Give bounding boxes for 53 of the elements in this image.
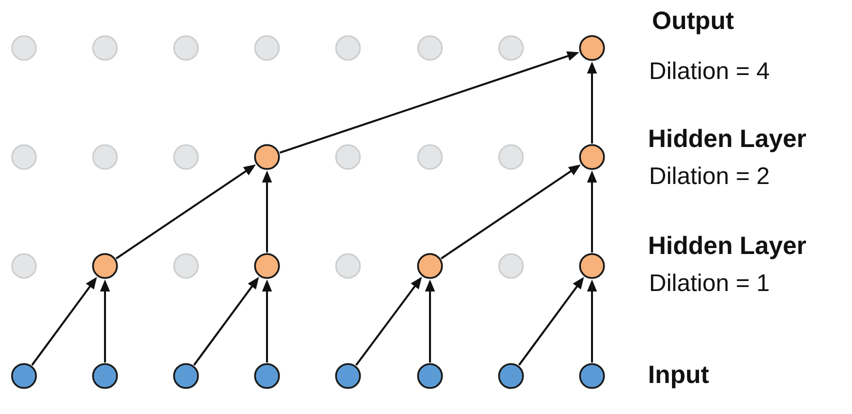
arrow (100, 280, 110, 362)
unused-node (335, 35, 361, 61)
arrow (425, 280, 435, 362)
unused-node (11, 35, 37, 61)
arrow (116, 164, 256, 260)
unused-node (498, 253, 524, 279)
unused-node (11, 253, 37, 279)
unused-node (335, 253, 361, 279)
output-node (579, 35, 605, 61)
arrow (518, 276, 584, 366)
arrow (262, 280, 272, 362)
arrow (31, 276, 97, 366)
unused-node (498, 144, 524, 170)
hidden-node (579, 144, 605, 170)
unused-node (92, 35, 118, 61)
unused-node (11, 144, 37, 170)
arrow (355, 276, 422, 366)
unused-node (417, 35, 443, 61)
unused-node (173, 253, 199, 279)
dilation-label: Dilation = 4 (649, 60, 770, 84)
arrow (279, 51, 580, 154)
unused-node (254, 35, 280, 61)
layer-label: Hidden Layer (648, 234, 806, 259)
unused-node (417, 144, 443, 170)
arrow (193, 276, 259, 366)
unused-node (498, 35, 524, 61)
dilation-label: Dilation = 2 (649, 165, 770, 189)
unused-node (173, 144, 199, 170)
unused-node (92, 144, 118, 170)
input-node (11, 363, 37, 389)
hidden-node (579, 253, 605, 279)
input-node (173, 363, 199, 389)
hidden-node (254, 253, 280, 279)
input-node (254, 363, 280, 389)
arrow (440, 164, 581, 260)
unused-node (173, 35, 199, 61)
layer-label: Output (652, 9, 734, 34)
layer-label: Hidden Layer (648, 127, 806, 152)
arrow (262, 170, 272, 252)
hidden-node (92, 253, 118, 279)
layer-label: Input (648, 363, 710, 388)
hidden-node (254, 144, 280, 170)
arrow (587, 280, 597, 362)
input-node (498, 363, 524, 389)
unused-node (335, 144, 361, 170)
input-node (92, 363, 118, 389)
dilation-label: Dilation = 1 (649, 272, 770, 296)
hidden-node (417, 253, 443, 279)
input-node (579, 363, 605, 389)
arrow (587, 170, 597, 252)
arrow (587, 62, 597, 144)
input-node (417, 363, 443, 389)
input-node (335, 363, 361, 389)
